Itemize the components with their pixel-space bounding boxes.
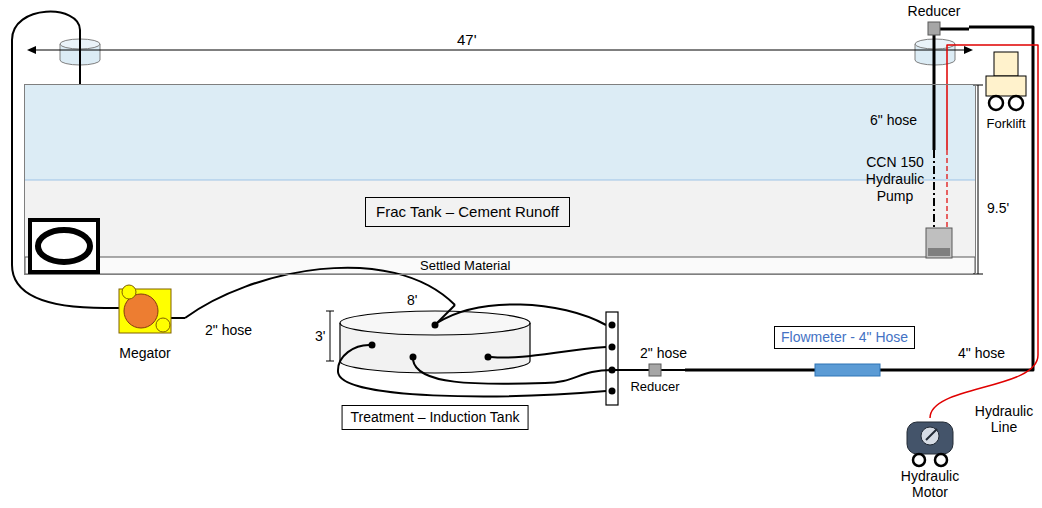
hose-connector: [185, 268, 455, 318]
settled-band: [25, 257, 975, 274]
cylinder-top: [340, 311, 530, 335]
flowmeter: Flowmeter - 4" Hose: [770, 326, 935, 378]
forklift-label: Forklift: [978, 116, 1034, 132]
reducer-fitting: [649, 364, 661, 376]
megator-label: Megator: [105, 345, 185, 362]
megator-port: [122, 285, 136, 299]
dimension-tick: [326, 361, 334, 362]
flowmeter-body: [815, 364, 880, 376]
length-dimension: [27, 46, 973, 54]
hose-label: 4" hose: [958, 345, 1005, 361]
hose-label: Hydraulic Line: [972, 403, 1036, 435]
inlet-hose: [413, 360, 545, 384]
inlet-port: [432, 322, 439, 329]
manifold-port: [609, 344, 616, 351]
reducer: Reducer: [899, 2, 969, 40]
reducer-label: Reducer: [625, 379, 685, 395]
inlet-port: [410, 354, 417, 361]
motor-dial: [921, 427, 939, 445]
flowmeter-label: Flowmeter - 4" Hose: [774, 326, 915, 349]
hose: [437, 304, 606, 325]
dimension-line: [330, 311, 331, 361]
hose-connector: [545, 370, 625, 383]
tank-caption: Treatment – Induction Tank: [342, 405, 529, 430]
water-line: [25, 180, 975, 181]
tank-runoff: [25, 180, 975, 257]
motor-wheel: [935, 454, 947, 466]
forklift-cab: [994, 52, 1018, 76]
dimension-line: [29, 50, 971, 51]
hose-label: 2" hose: [205, 322, 252, 338]
dimension-label: 47': [455, 31, 479, 48]
dimension-label: 3': [313, 328, 327, 344]
motor-label: Hydraulic Motor: [893, 468, 967, 500]
dimension-label: 8': [405, 292, 419, 308]
hydraulic-motor: Hydraulic Motor: [893, 418, 967, 502]
pump-screen: [928, 248, 950, 256]
motor-wheel: [913, 454, 925, 466]
dimension-tick: [973, 85, 983, 86]
tank-label: Frac Tank – Cement Runoff: [365, 197, 570, 227]
drain-box: [30, 220, 98, 272]
cylinder-body: [340, 323, 530, 373]
forklift-wheel: [1009, 96, 1023, 110]
inlet-hose: [437, 305, 455, 323]
inlet-port: [485, 354, 492, 361]
layer-label: Settled Material: [418, 258, 512, 273]
manifold-port: [609, 388, 616, 395]
manifold-hoses: [338, 304, 606, 396]
forklift-body: [986, 76, 1026, 96]
hose-label: 2" hose: [640, 345, 687, 361]
forklift-wheel: [989, 96, 1003, 110]
hose-connector: [12, 12, 105, 308]
manifold-port: [609, 322, 616, 329]
frac-tank: Frac Tank – Cement Runoff CCN 150 Hydraul…: [25, 85, 975, 274]
hose-stub: [171, 317, 185, 319]
height-dimension-small: [326, 311, 334, 361]
height-dimension: [973, 85, 983, 274]
motor-body: [907, 422, 953, 454]
dimension-label: 9.5': [985, 200, 1011, 216]
reducer-label: Reducer: [899, 3, 969, 20]
hydraulic-pump: CCN 150 Hydraulic Pump: [862, 150, 954, 262]
hose-connector: [935, 27, 1033, 370]
hose-connector: [685, 369, 770, 372]
inlet-port: [369, 342, 376, 349]
reducer-fitting: [928, 22, 940, 35]
hose-connector: [933, 40, 936, 150]
drain-ring: [38, 230, 90, 262]
cylinder-top-fill: [340, 311, 530, 335]
dimension-arrow: [964, 46, 973, 54]
hose: [491, 347, 606, 358]
pump-label: CCN 150 Hydraulic Pump: [862, 154, 928, 205]
induction-tank: Treatment – Induction Tank: [325, 305, 545, 430]
dimension-line: [978, 85, 979, 274]
hose-stub: [105, 307, 119, 309]
hose-label: 6" hose: [870, 112, 917, 128]
induction-tank-fill: [340, 311, 530, 373]
dimension-tick: [973, 274, 983, 275]
megator-pump: Megator: [105, 283, 185, 368]
forklift: Forklift: [982, 48, 1030, 140]
reducer: Reducer: [625, 362, 685, 398]
dimension-arrow: [27, 46, 36, 54]
tank-water: [25, 85, 975, 180]
dimension-tick: [326, 311, 334, 312]
pump-body: [926, 228, 952, 258]
motor-lever: [926, 429, 937, 440]
manifold: [606, 312, 618, 405]
megator-port: [156, 318, 170, 332]
pump-hose: [933, 150, 935, 228]
pump-hydraulic: [946, 150, 947, 228]
